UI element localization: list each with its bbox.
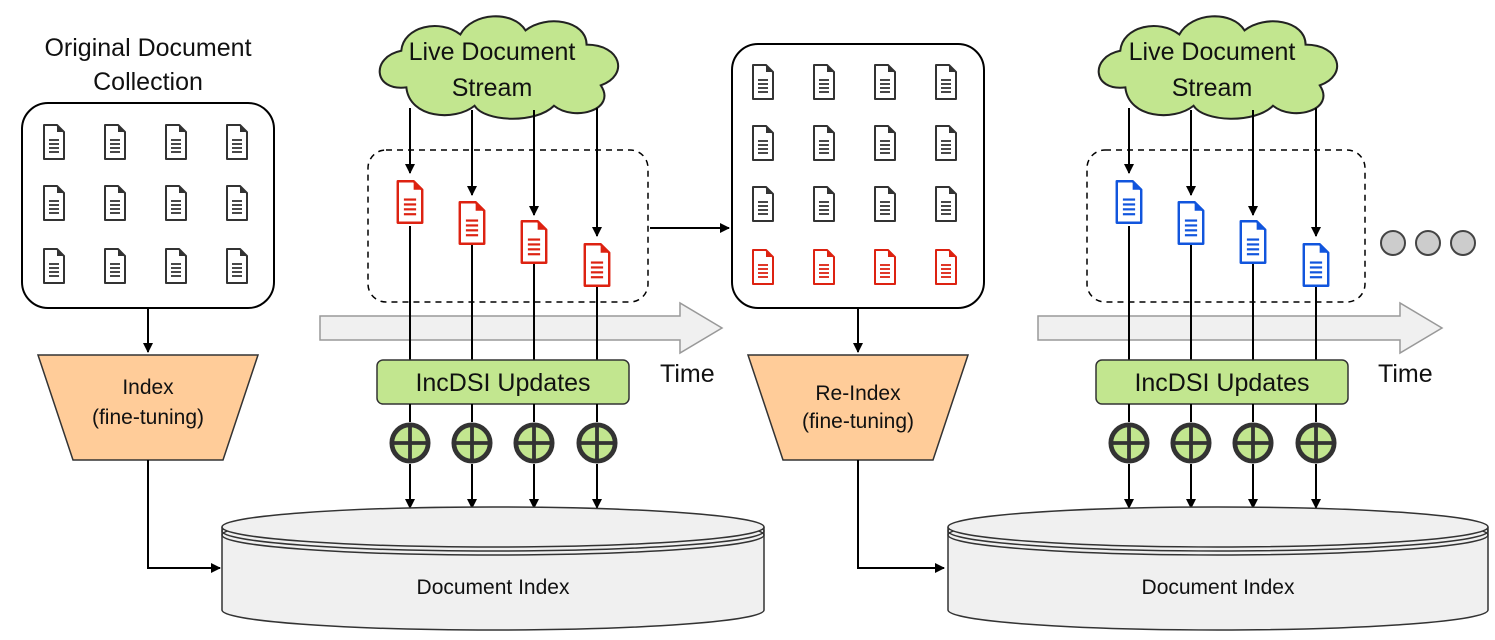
document-icon (935, 64, 957, 100)
new-document-icon (1177, 200, 1205, 246)
new-document-icon (935, 249, 957, 285)
document-icon (874, 186, 896, 222)
index-to-document-index-arrow (147, 460, 221, 573)
add-operators-right (1111, 425, 1334, 461)
document-index-right (947, 506, 1489, 631)
document-icon (226, 124, 248, 160)
dot-icon (1380, 230, 1406, 256)
new-documents-right (1115, 179, 1330, 288)
document-icon (226, 185, 248, 221)
document-icon (935, 125, 957, 161)
incdsi-updates-left (376, 359, 630, 405)
new-document-icon (874, 249, 896, 285)
document-icon (874, 64, 896, 100)
new-document-icon (1302, 242, 1330, 288)
document-icon (813, 186, 835, 222)
add-operator-icon (579, 425, 615, 461)
document-icon (226, 248, 248, 284)
reindex-step-line2: (fine-tuning) (802, 410, 914, 433)
new-document-icon (583, 242, 611, 288)
add-operator-icon (1235, 425, 1271, 461)
collection-title-line2: Collection (93, 68, 203, 96)
document-index-right-label: Document Index (1142, 576, 1295, 599)
index-step-line2: (fine-tuning) (92, 406, 204, 429)
document-icon (813, 64, 835, 100)
time-label-right: Time (1378, 360, 1433, 388)
stream-left-line1: Live Document (409, 38, 576, 66)
add-operator-icon (1173, 425, 1209, 461)
time-arrow-right (1037, 301, 1444, 355)
incdsi-updates-right-label: IncDSI Updates (1134, 369, 1309, 397)
document-icon (874, 125, 896, 161)
new-document-icon (520, 219, 548, 265)
dot-icon (1450, 230, 1476, 256)
new-document-icon (813, 249, 835, 285)
incdsi-updates-left-label: IncDSI Updates (415, 369, 590, 397)
document-icon (813, 125, 835, 161)
update-lines-left (405, 404, 602, 509)
new-documents-window-right (1086, 149, 1366, 303)
add-operator-icon (1298, 425, 1334, 461)
continuation-dots (1380, 230, 1476, 256)
document-icon (104, 248, 126, 284)
incdsi-updates-right (1095, 359, 1349, 405)
document-icon (104, 124, 126, 160)
new-document-icon (396, 179, 424, 225)
stream-left-line2: Stream (452, 74, 533, 102)
stream-right-line2: Stream (1172, 74, 1253, 102)
stream-lines-left (405, 108, 602, 360)
document-icon (104, 185, 126, 221)
live-stream-cloud-left (378, 15, 620, 120)
add-operator-icon (516, 425, 552, 461)
new-documents-window-left (367, 149, 649, 303)
document-index-left-label: Document Index (417, 576, 570, 599)
update-lines-right (1124, 404, 1321, 509)
add-operator-icon (392, 425, 428, 461)
document-icon (43, 248, 65, 284)
document-icon (165, 185, 187, 221)
document-icon (752, 64, 774, 100)
stream-right-line1: Live Document (1129, 38, 1296, 66)
stream-lines-right (1124, 108, 1321, 360)
document-icon (165, 124, 187, 160)
add-operators-left (392, 425, 615, 461)
time-label-left: Time (660, 360, 715, 388)
reindex-step-line1: Re-Index (815, 382, 901, 405)
document-icon (43, 185, 65, 221)
collection-title-line1: Original Document (44, 34, 251, 62)
reindex-step (746, 354, 970, 461)
new-documents-left (396, 179, 611, 288)
new-document-icon (458, 200, 486, 246)
document-icon (752, 125, 774, 161)
live-stream-cloud-right (1097, 15, 1339, 120)
new-document-icon (752, 249, 774, 285)
document-icon (935, 186, 957, 222)
document-icon (752, 186, 774, 222)
index-step-line1: Index (122, 376, 174, 399)
document-index-left (221, 506, 765, 631)
new-document-icon (1239, 219, 1267, 265)
document-icon (165, 248, 187, 284)
document-icon (43, 124, 65, 160)
index-step (36, 354, 260, 461)
add-operator-icon (1111, 425, 1147, 461)
dot-icon (1415, 230, 1441, 256)
reindex-to-document-index-arrow (857, 460, 945, 573)
new-document-icon (1115, 179, 1143, 225)
add-operator-icon (454, 425, 490, 461)
time-arrow-left (319, 301, 724, 355)
